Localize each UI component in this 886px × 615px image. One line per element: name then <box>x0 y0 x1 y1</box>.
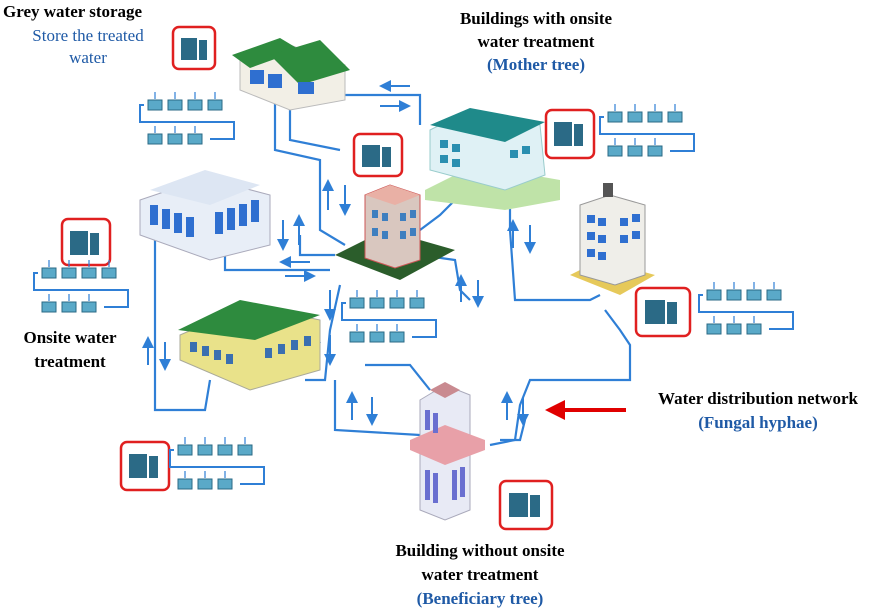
treatment-module <box>389 331 405 343</box>
treatment-module <box>627 111 643 123</box>
treatment-module <box>647 145 663 157</box>
grey-storage-title: Grey water storage <box>3 2 143 21</box>
treatment-module <box>627 145 643 157</box>
right-tower <box>570 183 655 295</box>
treatment-module <box>207 99 223 111</box>
treatment-module <box>746 289 762 301</box>
treatment-modules <box>33 92 794 490</box>
central-tower <box>335 184 455 280</box>
treatment-module <box>177 478 193 490</box>
treatment-module <box>237 444 253 456</box>
house-building <box>232 38 350 111</box>
storage-tank-icon-1 <box>171 25 217 71</box>
treatment-module <box>167 99 183 111</box>
treatment-module <box>726 289 742 301</box>
storage-tank-icon-2 <box>352 132 404 178</box>
storage-tank-icon-7 <box>498 479 554 531</box>
mother-building <box>425 108 560 210</box>
treatment-module <box>167 133 183 145</box>
treatment-module <box>409 297 425 309</box>
treatment-module <box>81 301 97 313</box>
treatment-module <box>61 301 77 313</box>
treatment-module <box>369 297 385 309</box>
grey-storage-subtitle-1: Store the treated <box>32 26 144 45</box>
treatment-module <box>389 297 405 309</box>
treatment-module <box>187 99 203 111</box>
beneficiary-label-1: Building without onsite <box>395 541 565 560</box>
treatment-module <box>647 111 663 123</box>
office-building <box>139 170 271 261</box>
storage-tank-icon-6 <box>119 440 171 492</box>
beneficiary-label-2: water treatment <box>422 565 539 584</box>
treatment-module <box>766 289 782 301</box>
mother-label-2: water treatment <box>478 32 595 51</box>
treatment-module <box>177 444 193 456</box>
treatment-module-chain <box>698 282 794 335</box>
network-label-2: (Fungal hyphae) <box>698 413 818 432</box>
treatment-module <box>349 331 365 343</box>
treatment-module <box>706 323 722 335</box>
treatment-module <box>726 323 742 335</box>
treatment-module <box>607 145 623 157</box>
treatment-module <box>147 133 163 145</box>
treatment-module <box>41 301 57 313</box>
mother-label-3: (Mother tree) <box>487 55 585 74</box>
treatment-module <box>187 133 203 145</box>
treatment-module <box>81 267 97 279</box>
yellow-building <box>178 300 321 391</box>
treatment-module-chain <box>599 104 695 157</box>
treatment-module <box>61 267 77 279</box>
storage-tank-icon-3 <box>544 108 596 160</box>
treatment-module <box>746 323 762 335</box>
treatment-module <box>41 267 57 279</box>
onsite-label-2: treatment <box>34 352 106 371</box>
treatment-module <box>147 99 163 111</box>
storage-tank-icon-5 <box>634 286 692 338</box>
treatment-module <box>667 111 683 123</box>
treatment-module <box>369 331 385 343</box>
treatment-module <box>197 478 213 490</box>
treatment-module-chain <box>139 92 235 145</box>
treatment-module <box>101 267 117 279</box>
treatment-module-chain <box>169 437 265 490</box>
treatment-module <box>217 478 233 490</box>
treatment-module <box>197 444 213 456</box>
beneficiary-tower <box>410 382 485 521</box>
beneficiary-label-3: (Beneficiary tree) <box>417 589 544 608</box>
mother-label-1: Buildings with onsite <box>460 9 613 28</box>
treatment-module <box>607 111 623 123</box>
treatment-module-chain <box>33 260 129 313</box>
storage-tank-icon-4 <box>60 217 112 267</box>
network-label-1: Water distribution network <box>658 389 858 408</box>
treatment-module-chain <box>341 290 437 343</box>
treatment-module <box>217 444 233 456</box>
treatment-module <box>349 297 365 309</box>
onsite-label-1: Onsite water <box>23 328 116 347</box>
treatment-module <box>706 289 722 301</box>
grey-storage-subtitle-2: water <box>69 48 107 67</box>
